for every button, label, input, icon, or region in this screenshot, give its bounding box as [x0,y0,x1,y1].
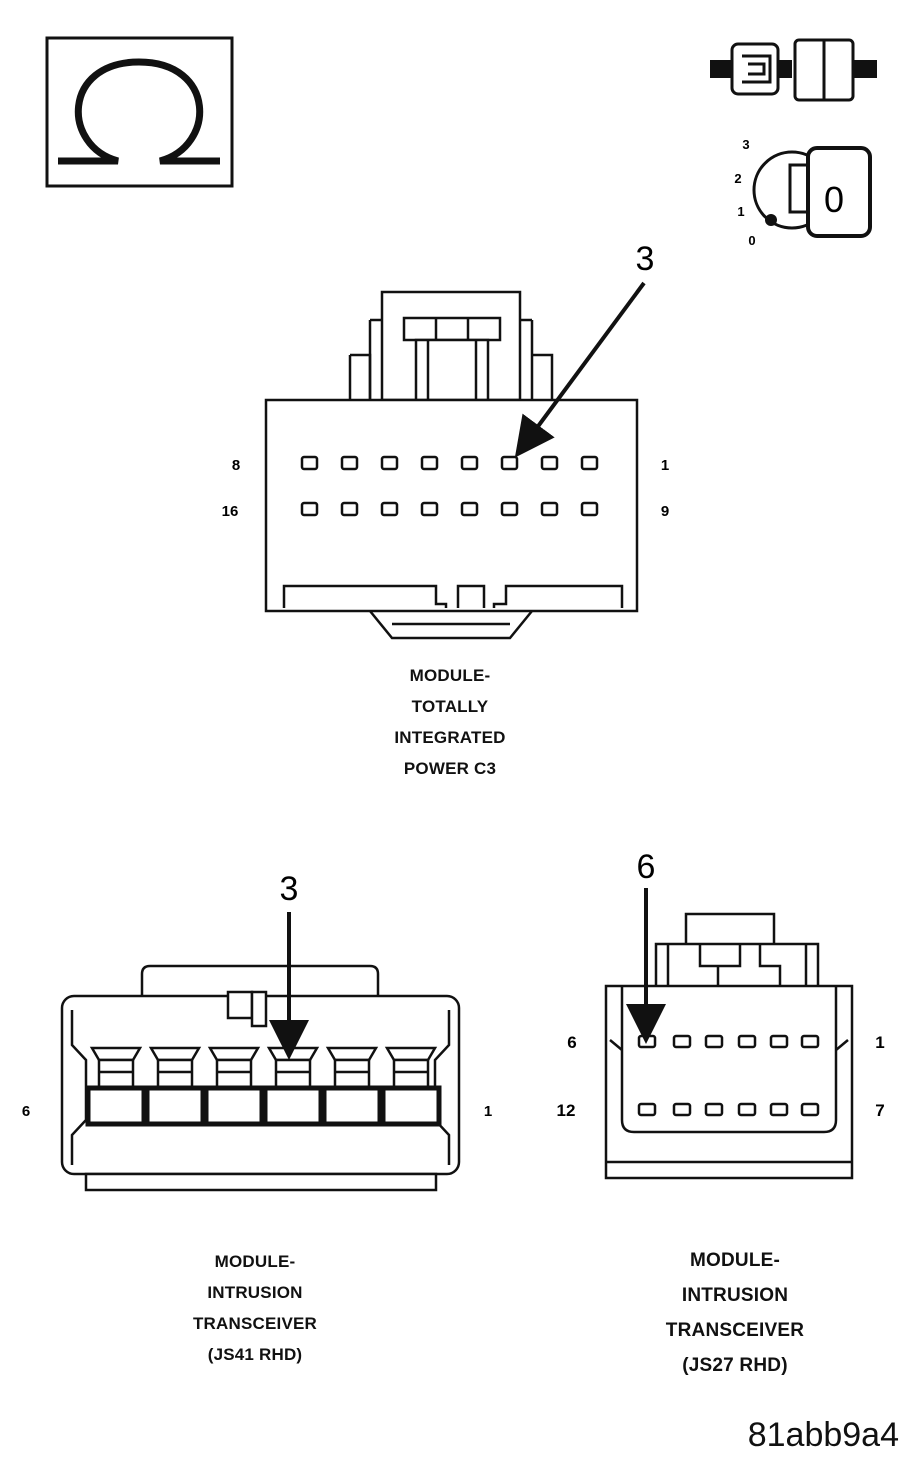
js41-pin-1-label: 1 [484,1103,492,1120]
ignition-position-2: 2 [734,171,741,186]
js41-terminals [85,1046,442,1127]
js27-connector [604,912,854,1180]
js41-pin-6-label: 6 [22,1103,30,1120]
js27-caption: MODULE- INTRUSION TRANSCEIVER (JS27 RHD) [610,1243,860,1383]
caption-line: MODULE- [214,1252,296,1271]
caption-line: TRANSCEIVER [665,1320,805,1341]
ignition-key-icon [752,146,872,238]
figure-id: 81abb9a4 [747,1416,899,1454]
ignition-position-0: 0 [748,233,755,248]
caption-line: MODULE- [409,666,491,685]
ignition-key-label: 0 [824,179,844,220]
tipm-c3-pin-1-label: 1 [661,457,669,474]
caption-line: INTRUSION [207,1283,303,1302]
tipm-c3-pin-8-label: 8 [232,457,240,474]
js27-pin-1-label: 1 [875,1033,884,1052]
tipm-c3-pin-9-label: 9 [661,503,669,520]
tipm-c3-callout-arrow [514,281,646,458]
tipm-c3-pin-16-label: 16 [222,503,239,520]
js41-connector [60,964,461,1192]
js27-pin-6-label: 6 [567,1033,576,1052]
js41-caption: MODULE- INTRUSION TRANSCEIVER (JS41 RHD) [135,1246,375,1370]
js41-callout: 3 [280,870,299,908]
caption-line: INTRUSION [681,1285,789,1306]
js27-pin-7-label: 7 [875,1101,884,1120]
js27-pin-12-label: 12 [557,1101,576,1120]
caption-line: INTEGRATED [394,728,506,747]
caption-line: (JS41 RHD) [207,1345,303,1364]
caption-line: TOTALLY [411,697,489,716]
tipm-c3-caption: MODULE- TOTALLY INTEGRATED POWER C3 [330,660,570,784]
caption-line: POWER C3 [403,759,497,778]
caption-line: TRANSCEIVER [192,1314,318,1333]
caption-line: (JS27 RHD) [682,1355,788,1376]
tipm-c3-callout: 3 [636,240,655,278]
ignition-position-3: 3 [742,137,749,152]
caption-line: MODULE- [689,1250,781,1271]
js27-callout: 6 [637,848,656,886]
connector-disconnect-icon [710,38,877,102]
ignition-position-1: 1 [737,204,744,219]
tipm-c3-connector [264,290,639,640]
ohm-icon [45,36,234,188]
